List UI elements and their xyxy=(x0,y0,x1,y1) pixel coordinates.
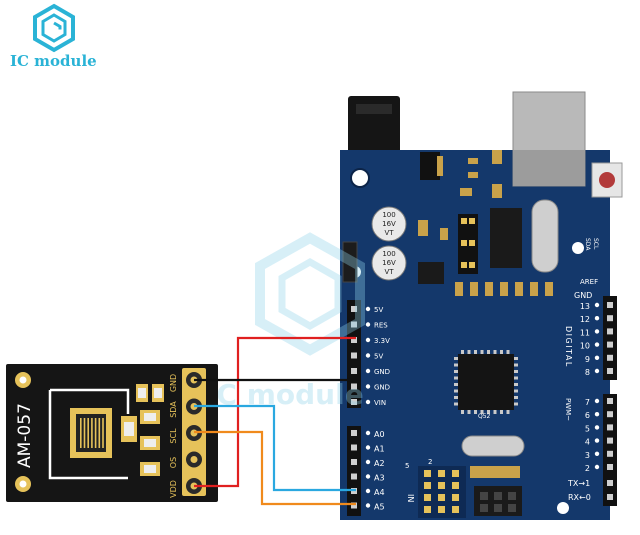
digital-pin-label: 5 xyxy=(585,424,590,433)
digital-pin-label: 12 xyxy=(580,315,590,324)
power-pin-label: RES xyxy=(374,322,388,330)
header-pin xyxy=(351,383,357,390)
capacitor: 100 16V VT xyxy=(371,245,407,281)
svg-text:VT: VT xyxy=(384,229,394,237)
power-pin-label: 3.3V xyxy=(374,337,390,345)
digital-pin-label: 4 xyxy=(585,438,590,447)
wire-vdd xyxy=(194,336,356,488)
am-057-module: AM-057 GND SDA SCL OS VDD xyxy=(6,364,218,502)
module-pin-label: OS xyxy=(169,457,178,468)
analog-pin-label: A0 xyxy=(374,430,385,439)
header-pin xyxy=(351,502,357,509)
wire-sda xyxy=(194,404,356,492)
digital-pin-label: 11 xyxy=(580,328,590,337)
svg-text:AREF: AREF xyxy=(580,278,598,286)
module-label: AM-057 xyxy=(15,403,35,468)
header-pin xyxy=(607,302,613,308)
svg-text:SDA: SDA xyxy=(584,238,591,251)
header-pin xyxy=(607,411,613,418)
digital-pin-label: 8 xyxy=(585,368,590,377)
wire-scl xyxy=(194,430,356,506)
chip-label: Q52 xyxy=(478,413,491,420)
header-pin xyxy=(351,459,357,465)
header-pin xyxy=(607,450,613,457)
pwm-label: PWM~ xyxy=(564,398,572,421)
digital-pin-label: 6 xyxy=(585,411,590,420)
header-pin xyxy=(607,424,613,431)
rx-label: RX←0 xyxy=(568,493,591,502)
power-pin-label: 5V xyxy=(374,306,383,314)
header-pin xyxy=(351,352,357,359)
module-pin-label: SCL xyxy=(169,428,178,444)
header-pin xyxy=(607,368,613,374)
header-pin xyxy=(351,399,357,405)
power-pin-label: GND xyxy=(374,368,390,376)
digital-pin-label: GND xyxy=(574,291,592,300)
header-pin xyxy=(607,315,613,322)
digital-pin-label: 10 xyxy=(580,342,590,351)
header-pin xyxy=(607,341,613,348)
atmega-chip xyxy=(454,350,518,414)
header-pin xyxy=(607,464,613,470)
analog-pin-label: A2 xyxy=(374,459,385,468)
header-pin xyxy=(351,306,357,312)
header-pin xyxy=(351,444,357,451)
svg-text:100: 100 xyxy=(382,211,395,219)
module-pin-label: SDA xyxy=(169,401,178,418)
digital-header: GND 13 12 11 10 9 8 7 6 5 4 3 2 xyxy=(574,291,617,506)
header-pin xyxy=(351,473,357,480)
header-pin xyxy=(351,337,357,343)
header-pin xyxy=(351,321,357,328)
header-pin xyxy=(351,368,357,374)
svg-text:5: 5 xyxy=(405,462,409,470)
header-pin xyxy=(607,354,613,361)
brand-name: IC module xyxy=(10,52,97,70)
svg-text:16V: 16V xyxy=(382,259,396,267)
header-pin xyxy=(607,328,613,335)
digital-pin-label: 3 xyxy=(585,451,590,460)
header-pin xyxy=(351,430,357,436)
analog-pin-label: A4 xyxy=(374,488,385,497)
module-pin-label: GND xyxy=(169,374,178,392)
svg-text:2: 2 xyxy=(428,458,432,466)
power-header: 5V RES 3.3V 5V GND GND VIN xyxy=(347,300,390,408)
digital-label: DIGITAL xyxy=(564,326,573,368)
digital-pin-label: 9 xyxy=(585,355,590,364)
power-pin-label: GND xyxy=(374,384,390,392)
module-pin-label: VDD xyxy=(169,480,178,498)
tx-label: TX→1 xyxy=(567,479,590,488)
arduino-board: 100 16V VT 100 16V VT SCL xyxy=(340,91,623,520)
analog-pin-label: A3 xyxy=(374,474,385,483)
capacitor: 100 16V VT xyxy=(371,206,407,242)
wires xyxy=(194,336,356,506)
digital-pin-label: 2 xyxy=(585,464,590,473)
analog-pin-label: A5 xyxy=(374,503,385,512)
header-pin xyxy=(607,437,613,444)
analog-pin-label: A1 xyxy=(374,445,385,454)
digital-pin-label: 7 xyxy=(585,398,590,407)
ic-module-logo-icon xyxy=(33,3,75,53)
label-scl-sda: SCL xyxy=(592,238,599,250)
crystal-oscillator xyxy=(531,199,559,273)
header-pin xyxy=(607,480,613,486)
svg-text:16V: 16V xyxy=(382,220,396,228)
header-pin xyxy=(607,398,613,404)
header-pin xyxy=(607,494,613,500)
power-pin-label: 5V xyxy=(374,353,383,361)
digital-pin-label: 13 xyxy=(580,302,590,311)
svg-text:100: 100 xyxy=(382,250,395,258)
analog-in-label: IN xyxy=(406,494,415,502)
svg-text:VT: VT xyxy=(384,268,394,276)
power-pin-label: VIN xyxy=(374,399,386,407)
